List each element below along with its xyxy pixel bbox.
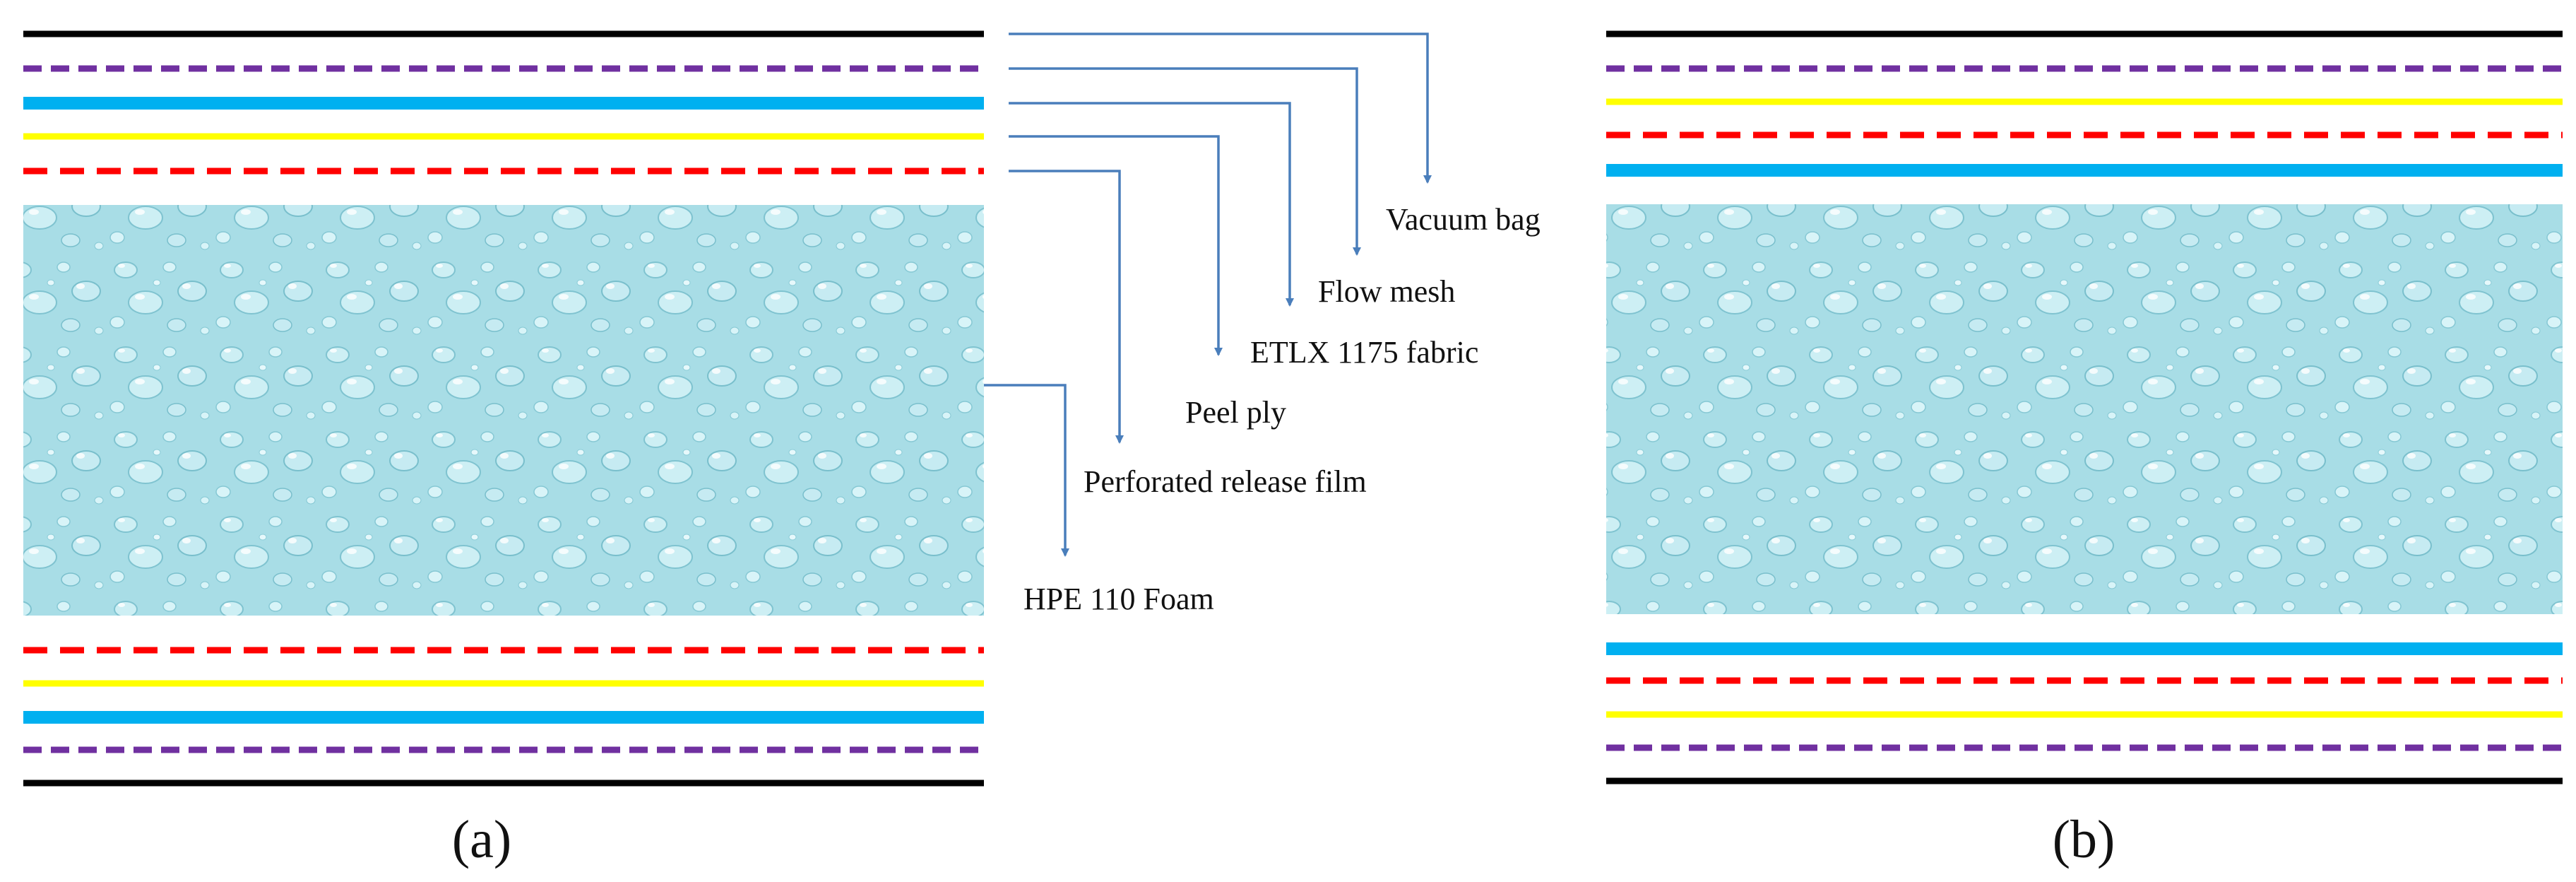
assembly-a <box>23 30 984 787</box>
release-film-arrow <box>1009 170 1124 444</box>
foam-arrow <box>984 384 1069 557</box>
foam-core-b <box>1606 204 2563 614</box>
etlx-fabric-label: ETLX 1175 fabric <box>1250 335 1478 370</box>
flow-mesh-label: Flow mesh <box>1318 274 1455 309</box>
assembly-b <box>1606 30 2563 784</box>
release-film-label: Perforated release film <box>1084 464 1367 499</box>
caption-a: (a) <box>452 810 511 869</box>
vacuum-bag-label: Vacuum bag <box>1386 202 1541 237</box>
etlx-fabric-arrow <box>1009 102 1294 307</box>
foam-core-a <box>23 205 984 616</box>
peel-ply-label: Peel ply <box>1185 395 1286 430</box>
flow-mesh-arrow <box>1009 67 1361 256</box>
peel-ply-arrow <box>1009 135 1223 356</box>
caption-b: (b) <box>2053 810 2115 869</box>
foam-label: HPE 110 Foam <box>1023 582 1214 616</box>
layer-labels: Vacuum bag Flow mesh ETLX 1175 fabric Pe… <box>1023 202 1541 616</box>
leader-arrows <box>984 33 1432 557</box>
vacuum-bag-arrow <box>1009 33 1432 184</box>
